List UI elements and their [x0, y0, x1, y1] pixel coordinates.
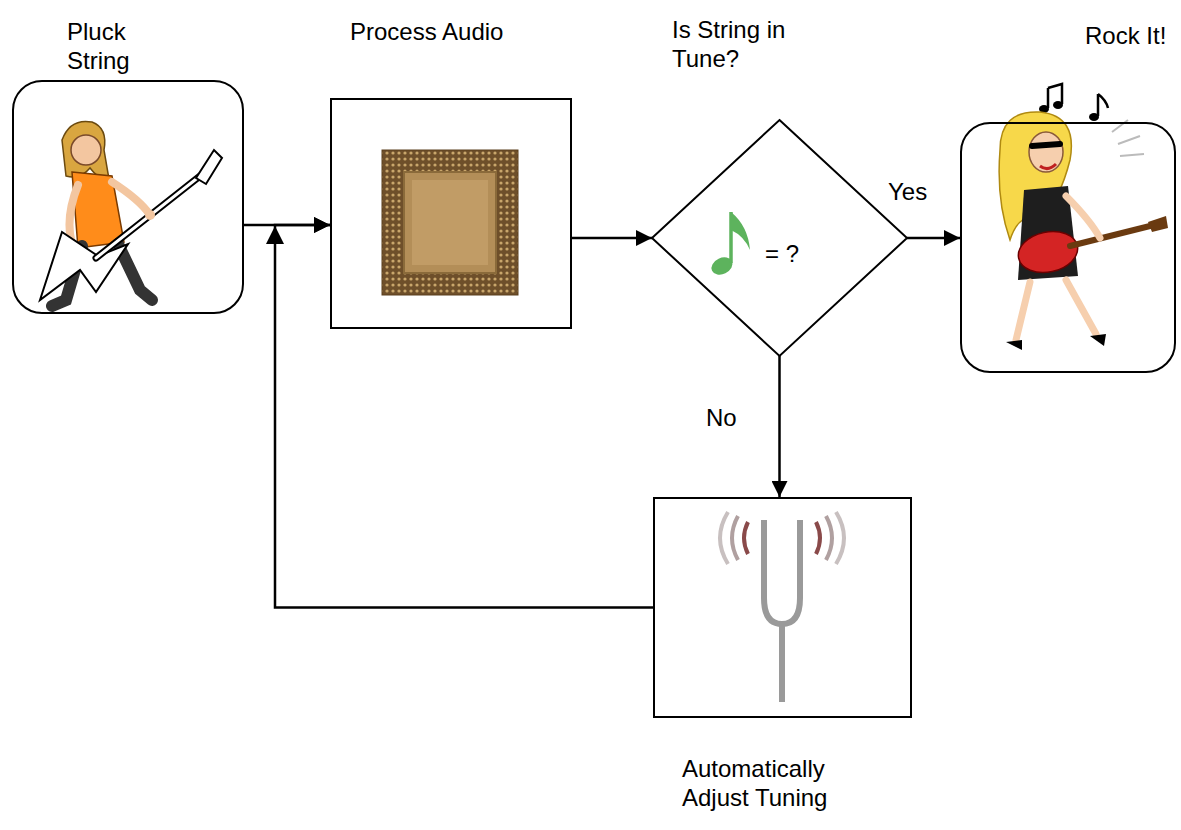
- adjust-box: Automatically Adjust Tuning: [653, 497, 912, 718]
- node-heading: Is String in Tune?: [672, 16, 842, 74]
- processor-chip-part: [404, 172, 496, 273]
- guitarist-figure-part: [145, 210, 155, 220]
- guitarist-figure-part: [112, 182, 150, 215]
- tuning-fork-part: [816, 522, 820, 554]
- edge-label: No: [704, 404, 739, 433]
- guitarist-figure-part: [71, 135, 101, 165]
- rocker-figure-part: [1014, 226, 1081, 278]
- rocker-figure-part: [1148, 216, 1168, 232]
- flow-arrow: [778, 356, 781, 497]
- rocker-figure-part: [1066, 280, 1096, 334]
- tuning-fork-part: [779, 624, 785, 702]
- rocker-figure-part: [1006, 340, 1022, 350]
- process-box: Process Audio: [330, 98, 572, 329]
- rocker-figure-part: [1016, 282, 1030, 340]
- tuning-fork-part: [836, 512, 844, 564]
- processor-chip-part: [412, 180, 488, 265]
- rocker-figure-part: [1053, 101, 1063, 109]
- processor-chip-part: [382, 150, 518, 295]
- tuning-fork-part: [826, 516, 832, 560]
- rocker-figure-part: [1098, 94, 1108, 116]
- guitarist-figure-part: [96, 176, 200, 258]
- tuning-fork-part: [744, 522, 748, 554]
- rocker-figure-part: [1032, 144, 1060, 146]
- node-heading: Automatically Adjust Tuning: [682, 755, 872, 813]
- node-heading: Pluck String: [67, 18, 177, 76]
- node-heading: Rock It!: [1085, 22, 1175, 51]
- music-note: [709, 212, 750, 278]
- rocker-figure-part: [1048, 84, 1062, 108]
- rocker-figure-part: [1112, 120, 1144, 156]
- guitarist-figure-part: [96, 176, 200, 258]
- guitarist-figure: [40, 121, 222, 306]
- flow-arrow: [907, 237, 960, 240]
- node-heading: Process Audio: [350, 18, 590, 47]
- start-box: Pluck String: [12, 80, 244, 314]
- diamond-outline-shape: [652, 120, 907, 356]
- decision-diamond: Is String in Tune?= ?: [652, 120, 907, 356]
- node-symbol-text: = ?: [765, 240, 845, 269]
- rocker-figure-part: [1066, 196, 1100, 238]
- flow-arrow: [572, 237, 652, 240]
- merge-arrowhead: [266, 226, 284, 244]
- tuning-fork-part: [720, 512, 728, 564]
- tuning-fork: [720, 512, 844, 702]
- tuning-fork-part: [732, 516, 738, 560]
- rocker-figure-part: [1070, 226, 1150, 246]
- end-box: Rock It!: [960, 122, 1176, 373]
- processor-chip: [382, 150, 518, 295]
- diamond-outline: [652, 120, 907, 356]
- tuning-fork-part: [764, 520, 800, 624]
- rocker-figure-part: [1029, 132, 1063, 172]
- rocker-figure-part: [1040, 164, 1056, 169]
- guitarist-figure-part: [196, 150, 222, 184]
- edge-label: Yes: [886, 178, 929, 207]
- rocker-figure-part: [1090, 334, 1106, 346]
- music-note-part: [731, 212, 750, 250]
- rocker-figure-part: [1089, 113, 1099, 121]
